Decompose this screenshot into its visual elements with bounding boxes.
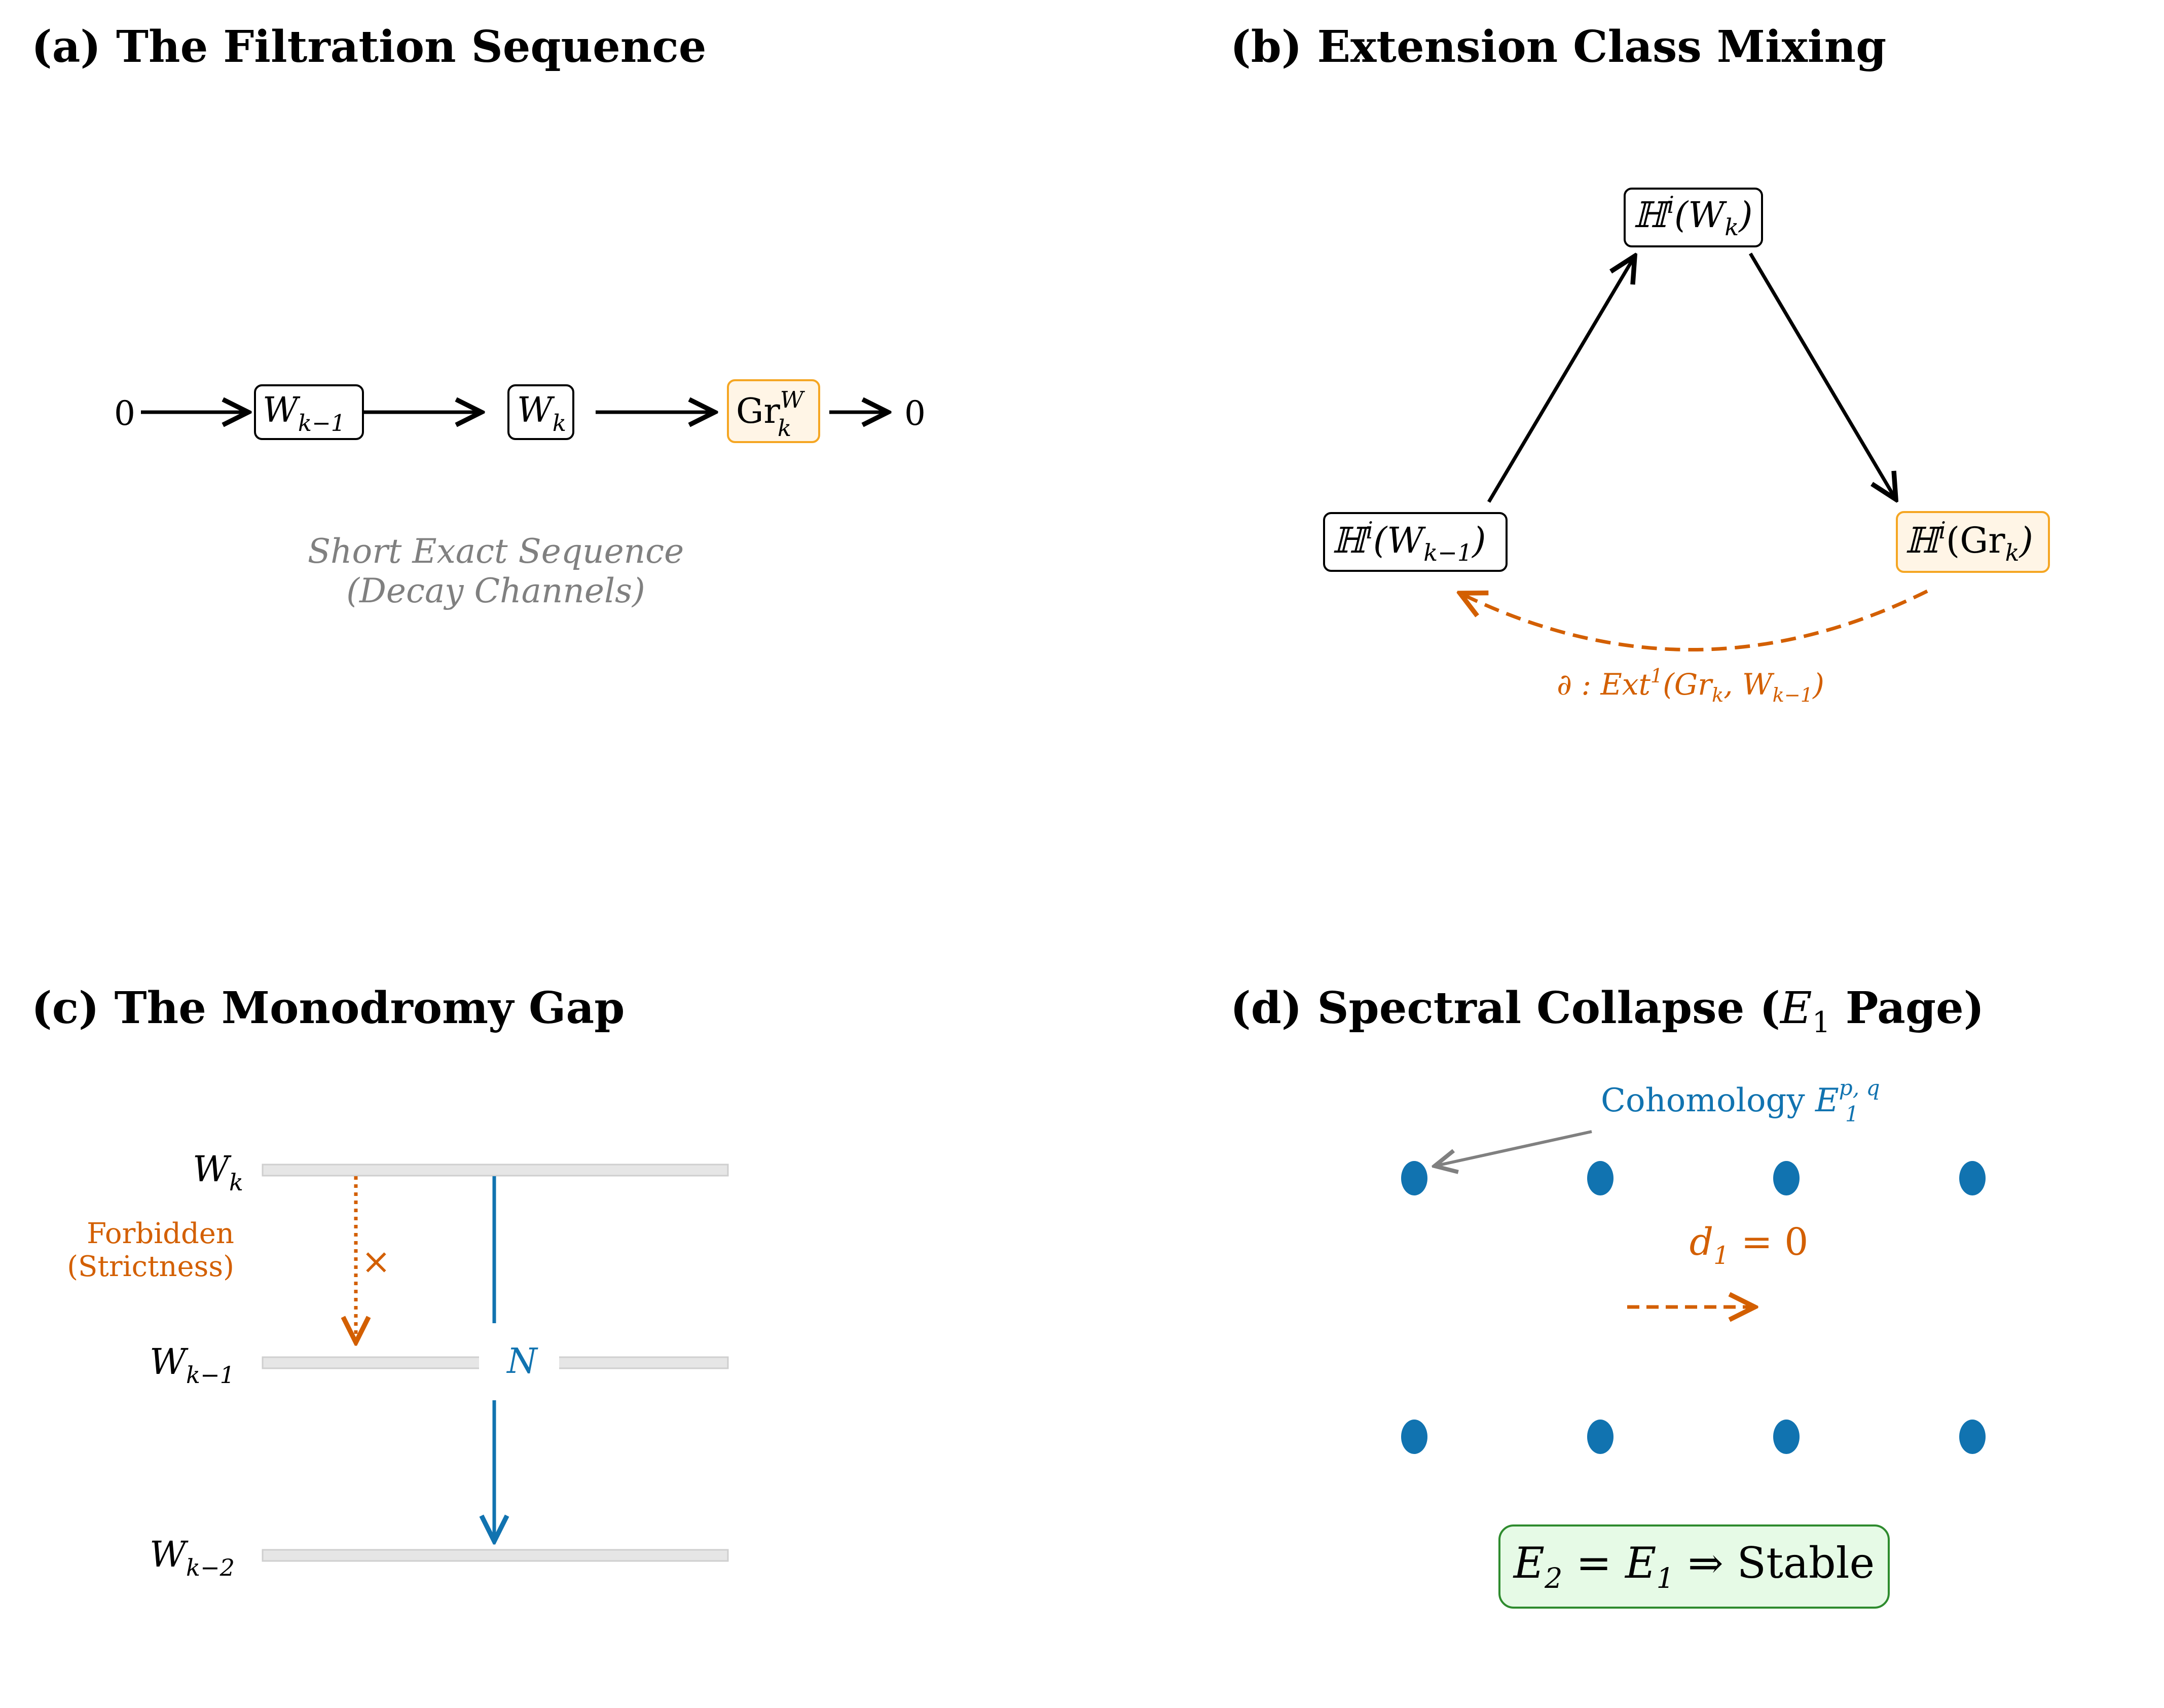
forbidden-cross: × xyxy=(361,1241,391,1282)
forbidden-label-line2: (Strictness) xyxy=(67,1250,234,1283)
e1-dot-r0-c1 xyxy=(1587,1161,1613,1195)
e1-dot-r0-c3 xyxy=(1959,1161,1986,1195)
arrow-wk1-to-wk-b xyxy=(1487,256,1635,503)
sequence-caption-line1: Short Exact Sequence xyxy=(308,532,684,571)
node-gr-box xyxy=(727,379,820,443)
e1-dot-r1-c0 xyxy=(1401,1420,1427,1454)
level-line-wk xyxy=(262,1164,729,1177)
arrow-wk-to-gr-b xyxy=(1748,252,1896,499)
e1-dot-r1-c1 xyxy=(1587,1420,1613,1454)
panel-a: (a) The Filtration Sequence 0 Wk−1 Wk Gr… xyxy=(31,21,926,610)
panel-a-title: (a) The Filtration Sequence xyxy=(31,21,706,72)
e1-dot-r1-c2 xyxy=(1773,1420,1800,1454)
panel-d-title: (d) Spectral Collapse (E1 Page) xyxy=(1230,983,1984,1039)
node-wk1-box xyxy=(254,384,364,440)
e1-dot-r0-c2 xyxy=(1773,1161,1800,1195)
level-line-wk2 xyxy=(262,1549,729,1562)
cohomology-pointer xyxy=(1435,1130,1592,1166)
node-h-gr-box xyxy=(1896,511,2050,573)
level-label-wk: Wk xyxy=(193,1148,243,1196)
stable-box xyxy=(1498,1524,1890,1609)
zero-left: 0 xyxy=(114,394,135,433)
stable-label: E2 = E1 ⇒ Stable xyxy=(1513,1538,1875,1595)
operator-label: N xyxy=(506,1341,538,1382)
panel-c-title: (c) The Monodromy Gap xyxy=(31,983,625,1034)
boundary-label: ∂ : Ext1(Grk, Wk−1) xyxy=(1557,665,1824,707)
e1-dot-r1-c3 xyxy=(1959,1420,1986,1454)
node-h-wk1-box xyxy=(1323,512,1508,572)
zero-right: 0 xyxy=(904,394,926,433)
node-wk-label: Wk xyxy=(517,390,566,437)
node-wk1-label: Wk−1 xyxy=(263,390,345,437)
panel-c: (c) The Monodromy Gap Wk Wk−1 Wk−2 × For… xyxy=(31,983,729,1581)
node-h-wk-box xyxy=(1624,188,1763,247)
e1-page-grid xyxy=(1401,1161,1986,1454)
panel-b-title: (b) Extension Class Mixing xyxy=(1230,21,1886,72)
node-h-gr-label: ℍi(Grk) xyxy=(1905,517,2033,566)
panel-b: (b) Extension Class Mixing ℍi(Wk) ℍi(Wk−… xyxy=(1230,21,2050,707)
differential-label: d1 = 0 xyxy=(1690,1220,1809,1270)
e1-dot-r0-c0 xyxy=(1401,1161,1427,1195)
operator-label-background xyxy=(479,1326,559,1387)
panel-d: (d) Spectral Collapse (E1 Page) Cohomolo… xyxy=(1230,983,1986,1609)
level-label-wk2: Wk−2 xyxy=(150,1534,235,1581)
level-label-wk1: Wk−1 xyxy=(150,1341,235,1389)
node-h-wk1-label: ℍi(Wk−1) xyxy=(1332,517,1486,566)
node-wk-box xyxy=(507,384,574,440)
boundary-arrow xyxy=(1460,589,1928,651)
forbidden-label-line1: Forbidden xyxy=(87,1217,234,1250)
node-h-wk-label: ℍi(Wk) xyxy=(1633,191,1753,241)
sequence-caption-line2: (Decay Channels) xyxy=(346,571,645,610)
